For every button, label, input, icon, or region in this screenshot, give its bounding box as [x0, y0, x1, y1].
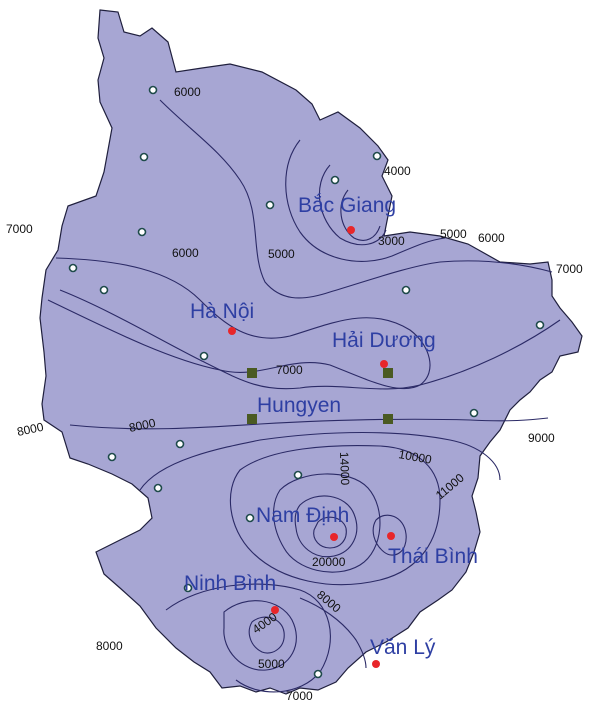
contour-line: [299, 597, 367, 669]
contour-line: [285, 139, 446, 262]
city-marker-thai-binh: [387, 532, 395, 540]
station-marker: [183, 583, 193, 593]
city-marker-hai-duong: [380, 360, 388, 368]
contour-label: 6000: [172, 246, 199, 260]
station-marker: [245, 513, 255, 523]
contour-label: 9000: [528, 431, 555, 445]
station-marker: [535, 320, 545, 330]
contour-label: 5000: [258, 657, 285, 671]
contour-label: 8000: [128, 416, 157, 435]
station-marker: [153, 483, 163, 493]
contour-line: [159, 99, 553, 299]
contour-line: [229, 444, 441, 586]
station-marker: [265, 200, 275, 210]
square-marker: [247, 414, 257, 424]
city-marker-van-ly: [372, 660, 380, 668]
station-marker: [469, 408, 479, 418]
city-label-bac-giang: Bắc Giang: [298, 194, 396, 217]
contour-line: [59, 289, 561, 390]
square-marker: [383, 414, 393, 424]
contour-line: [223, 600, 297, 671]
city-marker-ninh-binh: [271, 606, 279, 614]
station-marker: [107, 452, 117, 462]
contour-line: [340, 189, 381, 241]
contour-labels: 6000 4000 3000 5000 6000 7000 7000 6000 …: [6, 85, 583, 702]
contour-label: 7000: [286, 689, 313, 702]
city-label-thai-binh: Thái Bình: [388, 545, 478, 568]
city-label-hai-duong: Hải Dương: [332, 329, 436, 352]
station-marker: [137, 227, 147, 237]
city-marker-ha-noi: [228, 327, 236, 335]
contour-label: 7000: [276, 363, 303, 377]
square-marker: [247, 368, 257, 378]
city-labels: Bắc Giang Hà Nội Hải Dương Hungyen Nam Đ…: [184, 194, 478, 659]
contour-label: 10000: [397, 447, 433, 467]
contour-line: [248, 616, 285, 654]
city-markers: [228, 226, 395, 668]
station-marker: [401, 285, 411, 295]
city-label-ha-noi: Hà Nội: [190, 300, 254, 323]
city-label-ninh-binh: Ninh Bình: [184, 572, 276, 595]
contour-label: 7000: [556, 262, 583, 276]
contour-label: 3000: [378, 234, 405, 248]
city-marker-nam-dinh: [330, 533, 338, 541]
contour-line: [294, 495, 358, 558]
station-marker: [199, 351, 209, 361]
city-marker-bac-giang: [347, 226, 355, 234]
contour-line: [165, 583, 331, 693]
station-marker: [313, 669, 323, 679]
contour-line: [372, 514, 407, 556]
contour-line: [273, 473, 381, 573]
contour-label: 8000: [96, 639, 123, 653]
city-label-hungyen: Hungyen: [257, 394, 341, 417]
contour-label: 5000: [268, 247, 295, 261]
contour-line: [318, 164, 387, 246]
contour-label: 20000: [312, 555, 346, 569]
city-label-nam-dinh: Nam Định: [256, 504, 349, 527]
contour-line: [313, 516, 347, 549]
station-marker: [330, 175, 340, 185]
station-marker: [139, 152, 149, 162]
station-marker: [99, 285, 109, 295]
region-outline: [39, 9, 583, 695]
contour-lines: [47, 99, 561, 693]
contour-label: 6000: [174, 85, 201, 99]
contour-label: 7000: [6, 222, 33, 236]
city-label-van-ly: Văn Lý: [370, 636, 436, 659]
contour-label: 4000: [384, 164, 411, 178]
station-marker: [175, 439, 185, 449]
contour-line: [139, 431, 501, 491]
contour-label: 14000: [337, 452, 352, 486]
square-markers: [247, 368, 393, 424]
station-marker: [293, 470, 303, 480]
stations: [68, 85, 545, 679]
station-marker: [372, 151, 382, 161]
contour-label: 6000: [478, 231, 505, 245]
contour-line: [69, 417, 549, 430]
station-marker: [68, 263, 78, 273]
contour-label: 8000: [16, 420, 45, 439]
station-marker: [148, 85, 158, 95]
contour-label: 5000: [440, 227, 467, 241]
square-marker: [383, 368, 393, 378]
